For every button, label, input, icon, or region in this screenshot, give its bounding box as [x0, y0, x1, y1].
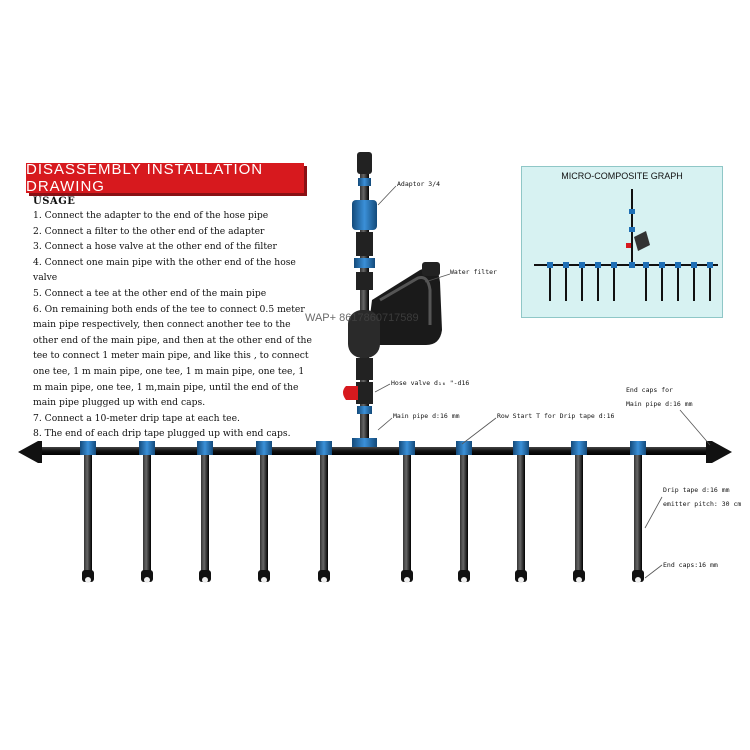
filter-cap	[422, 262, 440, 276]
step-2: 2. Connect a filter to the other end of …	[33, 225, 265, 237]
drip-line-10	[630, 441, 646, 583]
step-1: 1. Connect the adapter to the end of the…	[33, 210, 269, 221]
leader-lines	[374, 185, 711, 579]
water-filter-head	[348, 310, 380, 358]
filter-outlet	[356, 358, 373, 380]
filter-inlet-ring	[354, 258, 375, 268]
step-8: 8. The end of each drip tape plugged up …	[33, 428, 291, 440]
label-drip-tape: Drip tape d:16 mm	[663, 486, 730, 494]
drip-line-8	[513, 441, 529, 583]
label-row-start: Row Start T for Drip tape d:16	[497, 412, 615, 420]
step-7: 7. Connect a 10-meter drip tape at each …	[33, 412, 240, 424]
step-3: 3. Connect a hose valve at the other end…	[33, 241, 277, 253]
adaptor-ring	[358, 178, 371, 186]
hose-connector	[357, 152, 372, 174]
step-6: 6. On remaining both ends of the tee to …	[33, 303, 312, 409]
label-hose-valve: Hose valve d₁₆ "-d16	[391, 379, 470, 387]
water-filter-body	[368, 267, 442, 345]
inset-drawing	[534, 189, 718, 301]
label-main-pipe: Main pipe d:16 mm	[393, 412, 460, 420]
drip-line-4	[256, 441, 272, 583]
watermark: WAP+ 8617860717589	[305, 312, 419, 324]
filter-inlet	[356, 272, 373, 290]
drip-line-7	[456, 441, 472, 583]
inset-title: MICRO-COMPOSITE GRAPH	[561, 171, 683, 181]
drip-line-9	[571, 441, 587, 583]
title-banner: DISASSEMBLY INSTALLATION DRAWING	[26, 161, 304, 195]
label-emitter-pitch: emitter pitch: 30 cm	[663, 500, 742, 508]
step-5: 5. Connect a tee at the other end of the…	[33, 287, 267, 299]
end-cap-left	[18, 441, 42, 463]
title-text: DISASSEMBLY INSTALLATION DRAWING	[26, 161, 264, 195]
label-adaptor: Adaptor 3/4	[397, 180, 441, 188]
valve-body	[356, 382, 373, 404]
label-end-caps: End caps:16 mm	[663, 561, 718, 569]
micro-composite-graph: MICRO-COMPOSITE GRAPH	[521, 166, 723, 318]
drip-line-1	[80, 441, 96, 583]
step-4: 4. Connect one main pipe with the other …	[33, 256, 296, 284]
main-pipe	[32, 447, 712, 455]
valve-handle	[343, 386, 358, 400]
label-water-filter: Water filter	[450, 268, 497, 276]
adaptor-body	[352, 200, 377, 230]
usage-steps: 1. Connect the adapter to the end of the…	[33, 208, 315, 442]
adaptor-nut	[356, 232, 373, 256]
label-end-caps-main-2: Main pipe d:16 mm	[626, 400, 693, 408]
drip-line-5	[316, 441, 332, 583]
label-end-caps-main-1: End caps for	[626, 386, 673, 394]
usage-title: USAGE	[33, 196, 76, 207]
drip-line-3	[197, 441, 213, 583]
valve-ring	[357, 406, 372, 414]
drip-tapes	[80, 441, 646, 583]
supply-pipe	[360, 152, 369, 447]
end-cap-right	[706, 441, 732, 463]
drip-line-6	[399, 441, 415, 583]
drip-line-2	[139, 441, 155, 583]
